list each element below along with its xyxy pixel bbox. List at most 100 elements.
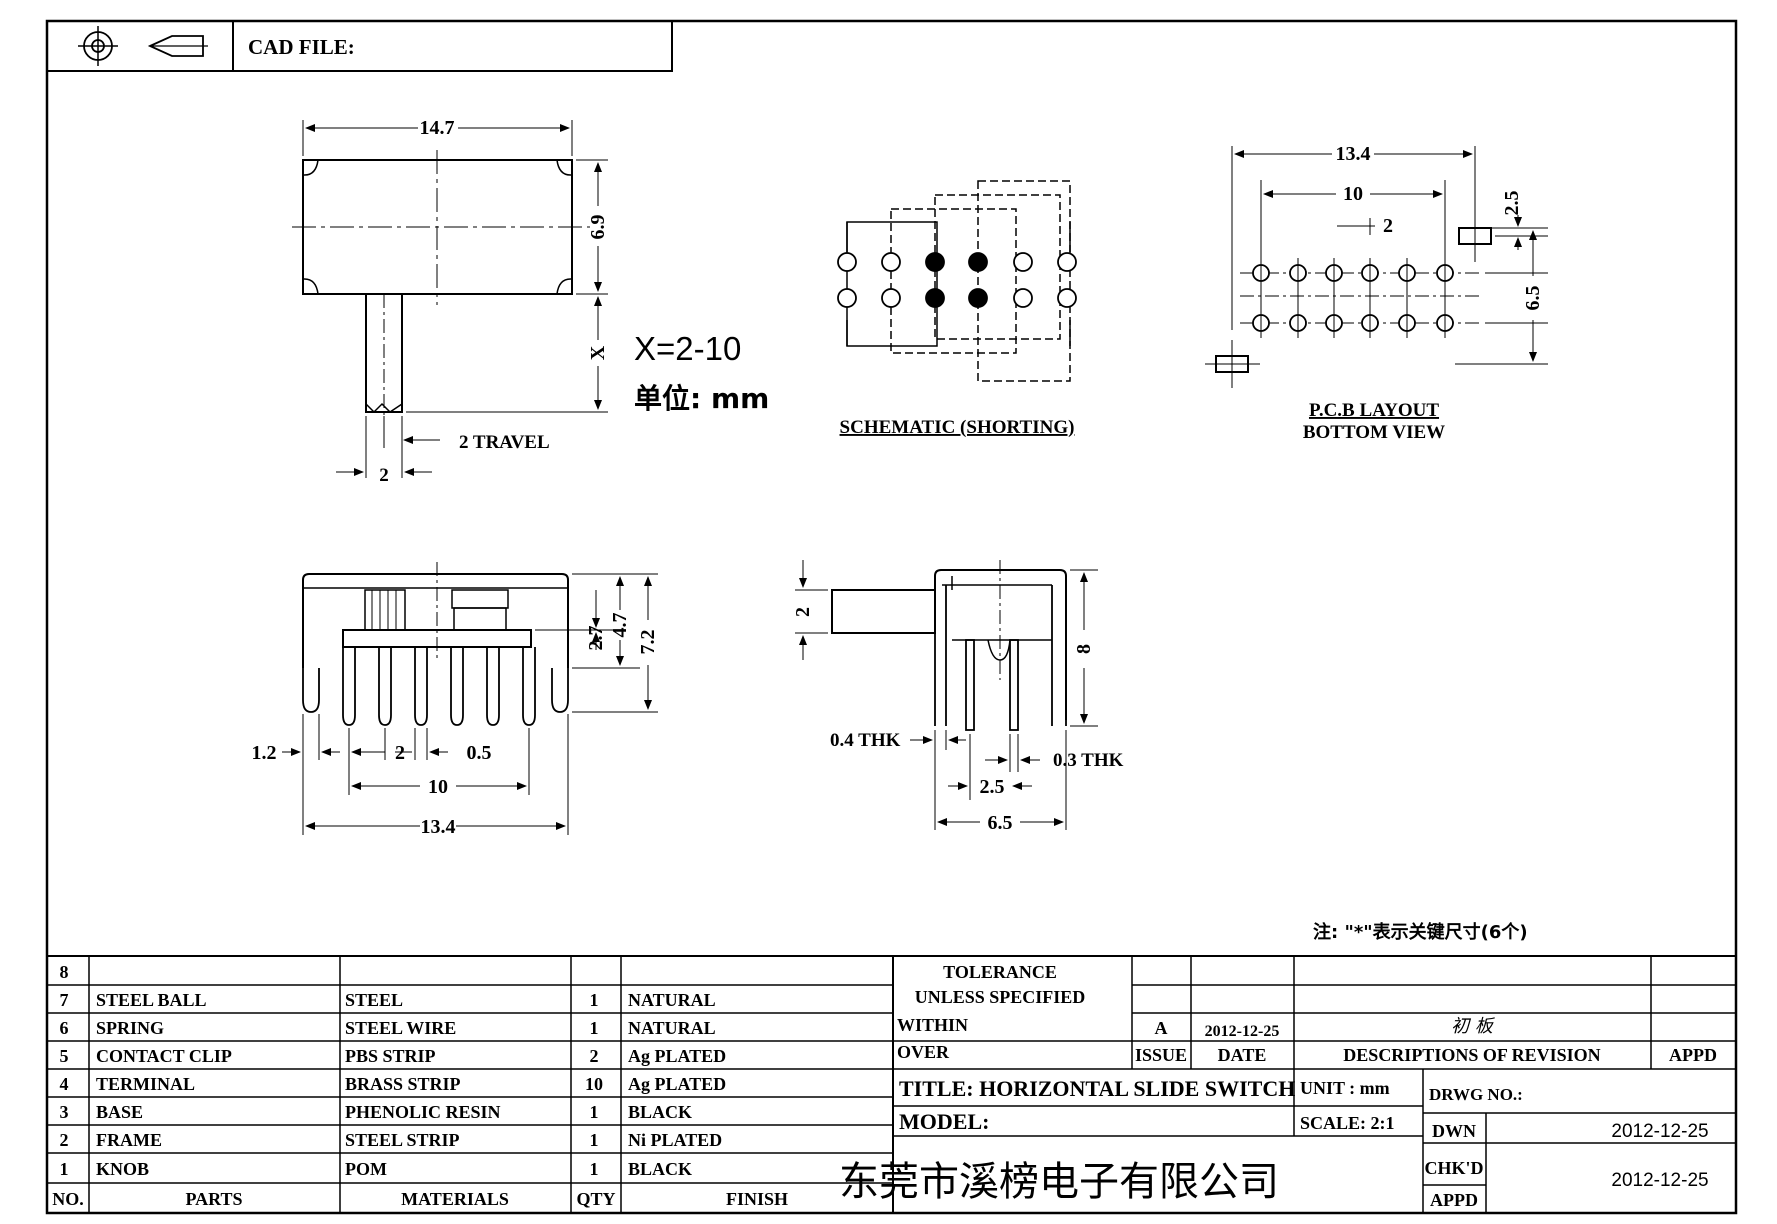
front-dim-0-5: 0.5 [467,742,492,764]
top-view [292,120,608,478]
bom-row: 2 FRAME STEEL STRIP 1 Ni PLATED [60,1130,723,1150]
bom-no: 2 [60,1130,69,1150]
stroke-dim: X [587,345,609,360]
pcb-pitch-dim: 2 [1383,215,1393,237]
schematic [846,180,1071,382]
bom-no: 8 [60,962,69,982]
bom-header-finish: FINISH [726,1189,788,1209]
bom-part: BASE [96,1102,143,1122]
bom-qty: 2 [590,1046,599,1066]
first-angle-projection-icon [78,26,208,66]
appd2-label: APPD [1430,1190,1478,1210]
knob-width-dim: 2 [379,465,389,486]
bom-finish: Ag PLATED [628,1046,726,1066]
dwn-label: DWN [1432,1121,1476,1141]
issue-label: ISSUE [1135,1045,1187,1065]
descriptions-label: DESCRIPTIONS OF REVISION [1343,1045,1600,1065]
model-label: MODEL: [899,1109,989,1134]
pcb-overall-dim: 13.4 [1336,143,1371,165]
side-thk-04: 0.4 THK [830,730,901,751]
header-box: CAD FILE: [46,20,673,72]
drawing-title: TITLE: HORIZONTAL SLIDE SWITCH [899,1076,1295,1101]
dwn-date: 2012-12-25 [1611,1121,1708,1142]
tolerance-line2: UNLESS SPECIFIED [915,987,1086,1007]
bom-rows: 8 7 STEEL BALL STEEL 1 NATURAL 6 SPRING … [52,962,788,1209]
bom-header-materials: MATERIALS [401,1189,509,1209]
bom-row: 8 [60,962,69,982]
bom-row: 3 BASE PHENOLIC RESIN 1 BLACK [60,1102,693,1122]
pcb-caption-line2: BOTTOM VIEW [1303,422,1445,443]
bom-finish: Ag PLATED [628,1074,726,1094]
bom-no: 5 [60,1046,69,1066]
appd-label: APPD [1669,1045,1717,1065]
bom-header-row: NO. PARTS MATERIALS QTY FINISH [52,1189,788,1209]
within-label: WITHIN [897,1015,968,1035]
bom-material: STEEL WIRE [345,1018,456,1038]
bom-finish: BLACK [628,1159,692,1179]
bom-row: 5 CONTACT CLIP PBS STRIP 2 Ag PLATED [60,1046,727,1066]
front-dim-2: 2 [395,742,405,764]
top-height-dim: 6.9 [587,215,609,240]
top-width-dim: 14.7 [420,117,455,139]
bom-material: PBS STRIP [345,1046,436,1066]
title-block [892,955,1737,1214]
bom-header-no: NO. [52,1189,84,1209]
bom-no: 3 [60,1102,69,1122]
bom-part: FRAME [96,1130,162,1150]
issue-date: 2012-12-25 [1205,1023,1280,1040]
bom-row: 7 STEEL BALL STEEL 1 NATURAL [60,990,716,1010]
pcb-row-span-dim: 6.5 [1522,286,1544,311]
pcb-holes [1252,264,1454,332]
bom-material: STEEL STRIP [345,1130,460,1150]
front-dim-4-7: 4.7 [609,613,631,638]
stroke-note: X=2-10 [634,330,741,367]
bom-material: STEEL [345,990,403,1010]
cad-file-label: CAD FILE: [248,35,355,59]
bom-material: POM [345,1159,387,1179]
bom-row: 6 SPRING STEEL WIRE 1 NATURAL [60,1018,716,1038]
revision-description: 初 板 [1451,1016,1496,1037]
front-dim-7-2: 7.2 [637,630,659,655]
unit-note: 单位: mm [634,382,769,415]
front-dim-13-4: 13.4 [421,816,456,838]
key-dimension-note: 注: "*"表示关键尺寸(6个) [1313,921,1528,943]
pcb-hole-crosshairs [1260,258,1446,338]
unit-label: UNIT : mm [1300,1078,1390,1098]
pcb-layout [1205,146,1548,388]
bom-row: 1 KNOB POM 1 BLACK [60,1159,693,1179]
bom-qty: 1 [590,1018,599,1038]
side-thk-03: 0.3 THK [1053,750,1124,771]
front-view [282,562,658,835]
bom-qty: 1 [590,1159,599,1179]
title-block-text: TOLERANCE UNLESS SPECIFIED WITHIN OVER A… [839,962,1717,1210]
issue-value: A [1155,1018,1168,1038]
schematic-pins [837,252,1077,308]
date-label: DATE [1218,1045,1267,1065]
travel-label: 2 TRAVEL [459,432,550,453]
bom-part: CONTACT CLIP [96,1046,232,1066]
pcb-height-dim: 2.5 [1501,191,1523,216]
scale-label: SCALE: 2:1 [1300,1113,1395,1133]
bom-header-qty: QTY [576,1189,615,1209]
bom-finish: NATURAL [628,1018,716,1038]
front-dim-2-7: 2.7 [585,626,607,651]
company-name: 东莞市溪榜电子有限公司 [839,1159,1279,1205]
pcb-caption-line1: P.C.B LAYOUT [1309,400,1439,421]
bom-part: TERMINAL [96,1074,195,1094]
bom-qty: 10 [585,1074,603,1094]
bom-material: BRASS STRIP [345,1074,461,1094]
side-dim-8: 8 [1073,644,1095,654]
front-dim-10: 10 [428,776,448,798]
bom-qty: 1 [590,1130,599,1150]
bom-finish: NATURAL [628,990,716,1010]
bom-part: KNOB [96,1159,149,1179]
side-dim-6-5: 6.5 [988,812,1013,834]
bom-part: SPRING [96,1018,164,1038]
drwg-no-label: DRWG NO.: [1429,1085,1523,1104]
side-view [795,560,1098,830]
bom-finish: BLACK [628,1102,692,1122]
pcb-pitch-total-dim: 10 [1343,183,1363,205]
bom-no: 6 [60,1018,69,1038]
bom-header-parts: PARTS [185,1189,242,1209]
